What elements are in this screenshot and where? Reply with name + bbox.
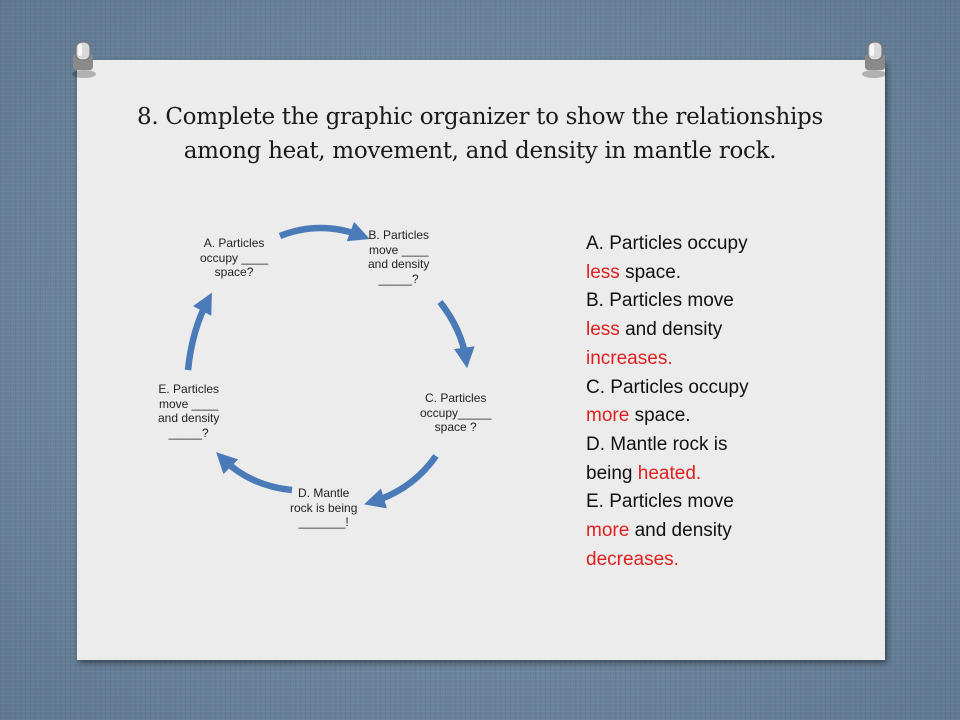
node-a-line: occupy ____ (200, 250, 269, 265)
arrow-d-to-e (216, 452, 293, 494)
answer-text: being (586, 462, 638, 484)
answer-highlight: more (586, 405, 630, 427)
answer-text: space. (619, 261, 682, 283)
answer-text: and density (619, 319, 723, 341)
arrow-a-to-b (278, 221, 370, 242)
answer-c-line-1: C. Particles occupy (586, 376, 749, 398)
title-line-2: among heat, movement, and density in man… (183, 138, 777, 164)
node-e-line: and density (158, 411, 220, 425)
answer-key: A. Particles occupy less space. B. Parti… (586, 230, 876, 574)
answer-b-line-3: increases. (586, 347, 673, 369)
node-e-line: _____? (168, 425, 209, 440)
answer-e-line-1: E. Particles move (586, 491, 734, 513)
answer-highlight: less (586, 261, 620, 283)
node-c: C. Particles occupy_____ space ? (420, 391, 491, 435)
answer-b-line-1: B. Particles move (586, 290, 734, 312)
arrow-c-to-d (364, 454, 439, 509)
cycle-diagram (184, 221, 475, 509)
slide-card (77, 60, 885, 660)
answer-e-line-3: decreases. (586, 548, 679, 570)
answer-c-line-2: more space. (586, 402, 876, 431)
answer-b-line-2: less and density (586, 316, 876, 345)
node-a-line: space? (214, 265, 254, 279)
title-line-1: 8. Complete the graphic organizer to sho… (137, 104, 823, 130)
answer-d-line-1: D. Mantle rock is (586, 433, 728, 455)
answer-a-line-2: less space. (586, 259, 876, 288)
node-e-line: move ____ (159, 396, 219, 411)
node-d-line: rock is being (290, 500, 358, 515)
answer-e-line-2: more and density (586, 517, 876, 546)
node-c-line: occupy_____ (420, 405, 492, 420)
node-c-line: space ? (434, 420, 477, 434)
node-b-line: _____? (378, 271, 419, 286)
node-b: B. Particles move ____ and density _____… (368, 228, 429, 286)
node-d-line: D. Mantle (298, 486, 350, 500)
node-a-line: A. Particles (203, 236, 265, 250)
answer-text: space. (629, 405, 691, 427)
answer-text: and density (629, 520, 732, 542)
node-c-line: C. Particles (425, 391, 487, 405)
answer-highlight: heated. (637, 462, 702, 484)
answer-a-line-1: A. Particles occupy (586, 233, 748, 254)
arrow-e-to-a (184, 292, 212, 371)
node-d-line: _______! (298, 515, 349, 529)
answer-highlight: more (586, 520, 630, 542)
pushpin-icon (72, 41, 96, 78)
node-b-line: and density (368, 257, 430, 271)
arrow-b-to-c (437, 299, 475, 369)
node-d: D. Mantle rock is being _______! (290, 486, 357, 530)
node-b-line: B. Particles (368, 228, 430, 242)
question-title: 8. Complete the graphic organizer to sho… (90, 100, 870, 168)
node-b-line: move ____ (369, 242, 429, 257)
answer-highlight: less (586, 319, 620, 341)
node-a: A. Particles occupy ____ space? (200, 236, 268, 280)
node-e: E. Particles move ____ and density _____… (158, 382, 219, 440)
answer-d-line-2: being heated. (586, 460, 876, 489)
node-e-line: E. Particles (158, 382, 220, 396)
pushpin-icon (862, 41, 886, 78)
